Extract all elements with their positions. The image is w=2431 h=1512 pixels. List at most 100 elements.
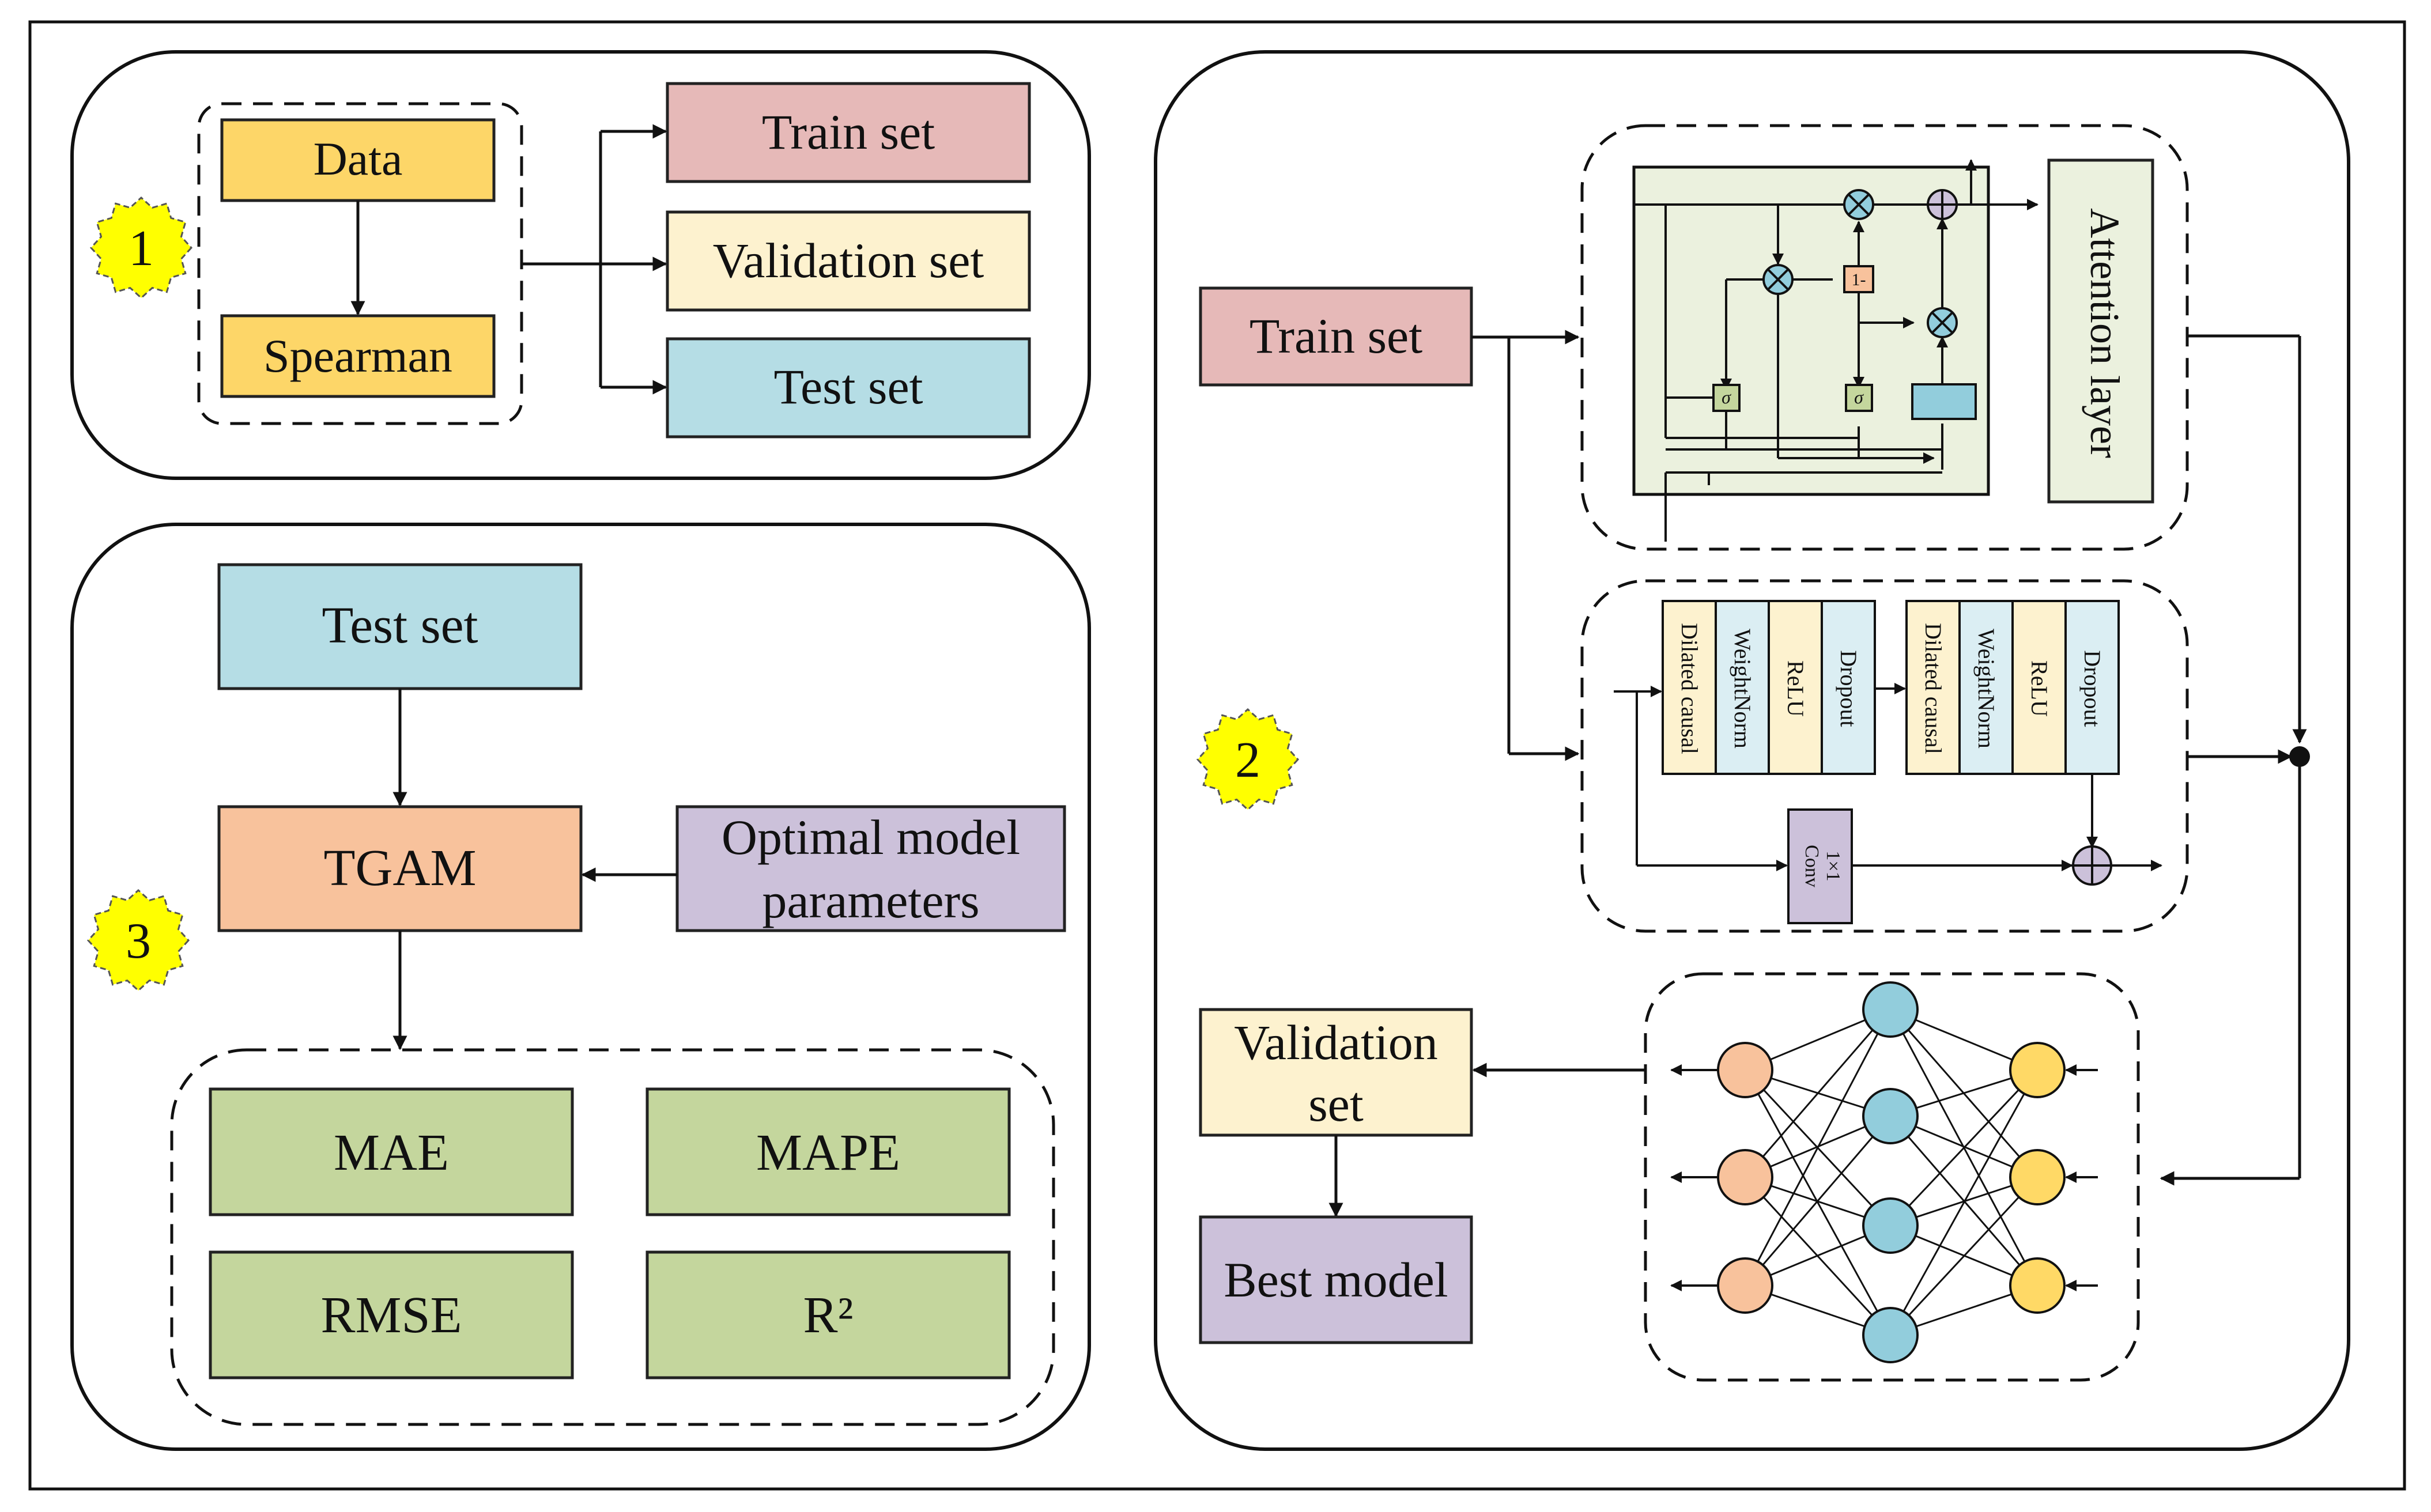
star-burst-icon [1196, 708, 1300, 811]
sigma-gate-box [1845, 384, 1873, 412]
tcn-layer-weightnorm [1958, 600, 2014, 775]
merge-connectors [2160, 334, 2310, 1186]
badge-1: 1 [89, 196, 193, 300]
stage-1-panel: Data Spearman Train set Validation set T… [70, 50, 1091, 480]
tcn-connectors [1614, 683, 2162, 871]
r2-label: R² [803, 1287, 853, 1344]
stage-2-border [1154, 50, 2350, 1451]
input-node [2009, 1149, 2066, 1205]
dense-network-io-arrows [1670, 1064, 2098, 1291]
input-node [2009, 1257, 2066, 1314]
one-minus-box [1843, 265, 1874, 293]
outer-frame [28, 20, 2406, 1491]
spearman-box [220, 314, 496, 398]
tcn-layer-label: WeightNorm [1730, 629, 1756, 749]
tcn-layer-label: Dropout [1836, 650, 1862, 727]
stage1-validation-set-label: Validation set [713, 233, 984, 288]
stage1-train-set-label: Train set [762, 104, 935, 160]
optimal-params-line2: parameters [762, 873, 979, 928]
stage2-validation-line1: Validation [1234, 1015, 1438, 1070]
stage3-test-set-box [217, 563, 583, 690]
rmse-box [209, 1250, 574, 1379]
badge-2: 2 [1196, 708, 1300, 811]
stage-2-panel: Train set [1154, 50, 2350, 1451]
dense-network-nodes [1717, 981, 2066, 1363]
tcn-layer-relu [1768, 600, 1823, 775]
badge-1-number: 1 [129, 221, 154, 277]
mae-box [209, 1087, 574, 1216]
tcn-layer-label: Dropout [2079, 650, 2105, 727]
tcn-layer-label: WeightNorm [1973, 629, 1999, 749]
r2-box [646, 1250, 1011, 1379]
stage1-validation-set-box [666, 210, 1031, 312]
star-burst-icon [86, 889, 190, 992]
tcn-layer-label: ReLU [1783, 660, 1809, 717]
best-model-label: Best model [1224, 1252, 1448, 1307]
stage-3-border [70, 523, 1091, 1451]
tcn-layer-dilated-causal [1905, 600, 1961, 775]
conv-1x1-box [1787, 808, 1853, 924]
output-node [1717, 1042, 1773, 1098]
mae-label: MAE [334, 1124, 449, 1181]
output-node [1717, 1149, 1773, 1205]
best-model-box [1199, 1215, 1473, 1344]
star-burst-icon [89, 196, 193, 300]
stage1-test-set-label: Test set [773, 359, 923, 414]
split-connectors [522, 124, 667, 395]
mape-box [646, 1087, 1011, 1216]
hidden-node [1862, 1197, 1919, 1254]
attention-layer-box [2047, 158, 2154, 504]
stage2-train-set-label: Train set [1250, 308, 1422, 364]
stage1-train-set-box [666, 82, 1031, 183]
badge-2-number: 2 [1235, 732, 1260, 788]
sigma-gate-label: σ [1854, 387, 1864, 407]
tcn-layer-dropout [1821, 600, 1876, 775]
tcn-layer-label: ReLU [2026, 660, 2052, 717]
conv-label: Conv [1801, 845, 1822, 887]
badge-3-number: 3 [126, 913, 151, 969]
stage3-test-set-label: Test set [322, 597, 478, 654]
tcn-block-2: Dilated causal WeightNorm ReLU Dropout [1905, 600, 2120, 775]
tcn-layer-relu [2011, 600, 2067, 775]
dense-network [1744, 1008, 2039, 1336]
stage2-validation-line2: set [1308, 1076, 1364, 1132]
output-node [1717, 1257, 1773, 1314]
add-op-icon [2072, 845, 2112, 886]
data-label: Data [314, 133, 403, 185]
mape-label: MAPE [756, 1124, 900, 1181]
rmse-label: RMSE [320, 1287, 462, 1344]
tanh-block [1911, 383, 1977, 420]
multiply-op-icon [1927, 307, 1958, 338]
conv-1x1-label: 1×1 [1822, 850, 1844, 881]
stage1-test-set-box [666, 337, 1031, 439]
multiply-op-icon [1843, 189, 1874, 220]
spearman-label: Spearman [263, 330, 452, 382]
optimal-params-line1: Optimal model [722, 810, 1020, 865]
sigma-gate-label: σ [1722, 387, 1731, 407]
hidden-node [1862, 1307, 1919, 1363]
sigma-gate-box [1712, 384, 1741, 412]
tcn-block-1: Dilated causal WeightNorm ReLU Dropout [1662, 600, 1876, 775]
stage2-train-set-box [1199, 286, 1473, 387]
stage-1-border [70, 50, 1091, 480]
optimal-params-box [675, 805, 1066, 932]
tcn-layer-label: Dilated causal [1677, 623, 1703, 754]
tgam-label: TGAM [324, 840, 477, 897]
tcn-layer-label: Dilated causal [1920, 623, 1946, 754]
data-box [220, 118, 496, 202]
hidden-node [1862, 1088, 1919, 1144]
metrics-dashed-group [170, 1048, 1055, 1426]
multiply-op-icon [1762, 264, 1794, 295]
hidden-node [1862, 981, 1919, 1038]
input-node [2009, 1042, 2066, 1098]
dense-network-dashed-group [1644, 972, 2140, 1382]
stage2-validation-set-box [1199, 1008, 1473, 1137]
one-minus-label: 1- [1852, 270, 1866, 289]
attention-layer-label: Attention layer [2082, 208, 2128, 458]
lstm-cell: 1- σ σ [1632, 159, 2039, 542]
tcn-layer-weightnorm [1715, 600, 1770, 775]
stage-3-panel: Test set TGAM Optimal model parameters M… [70, 523, 1091, 1451]
tgam-box [217, 805, 583, 932]
badge-3: 3 [86, 889, 190, 992]
